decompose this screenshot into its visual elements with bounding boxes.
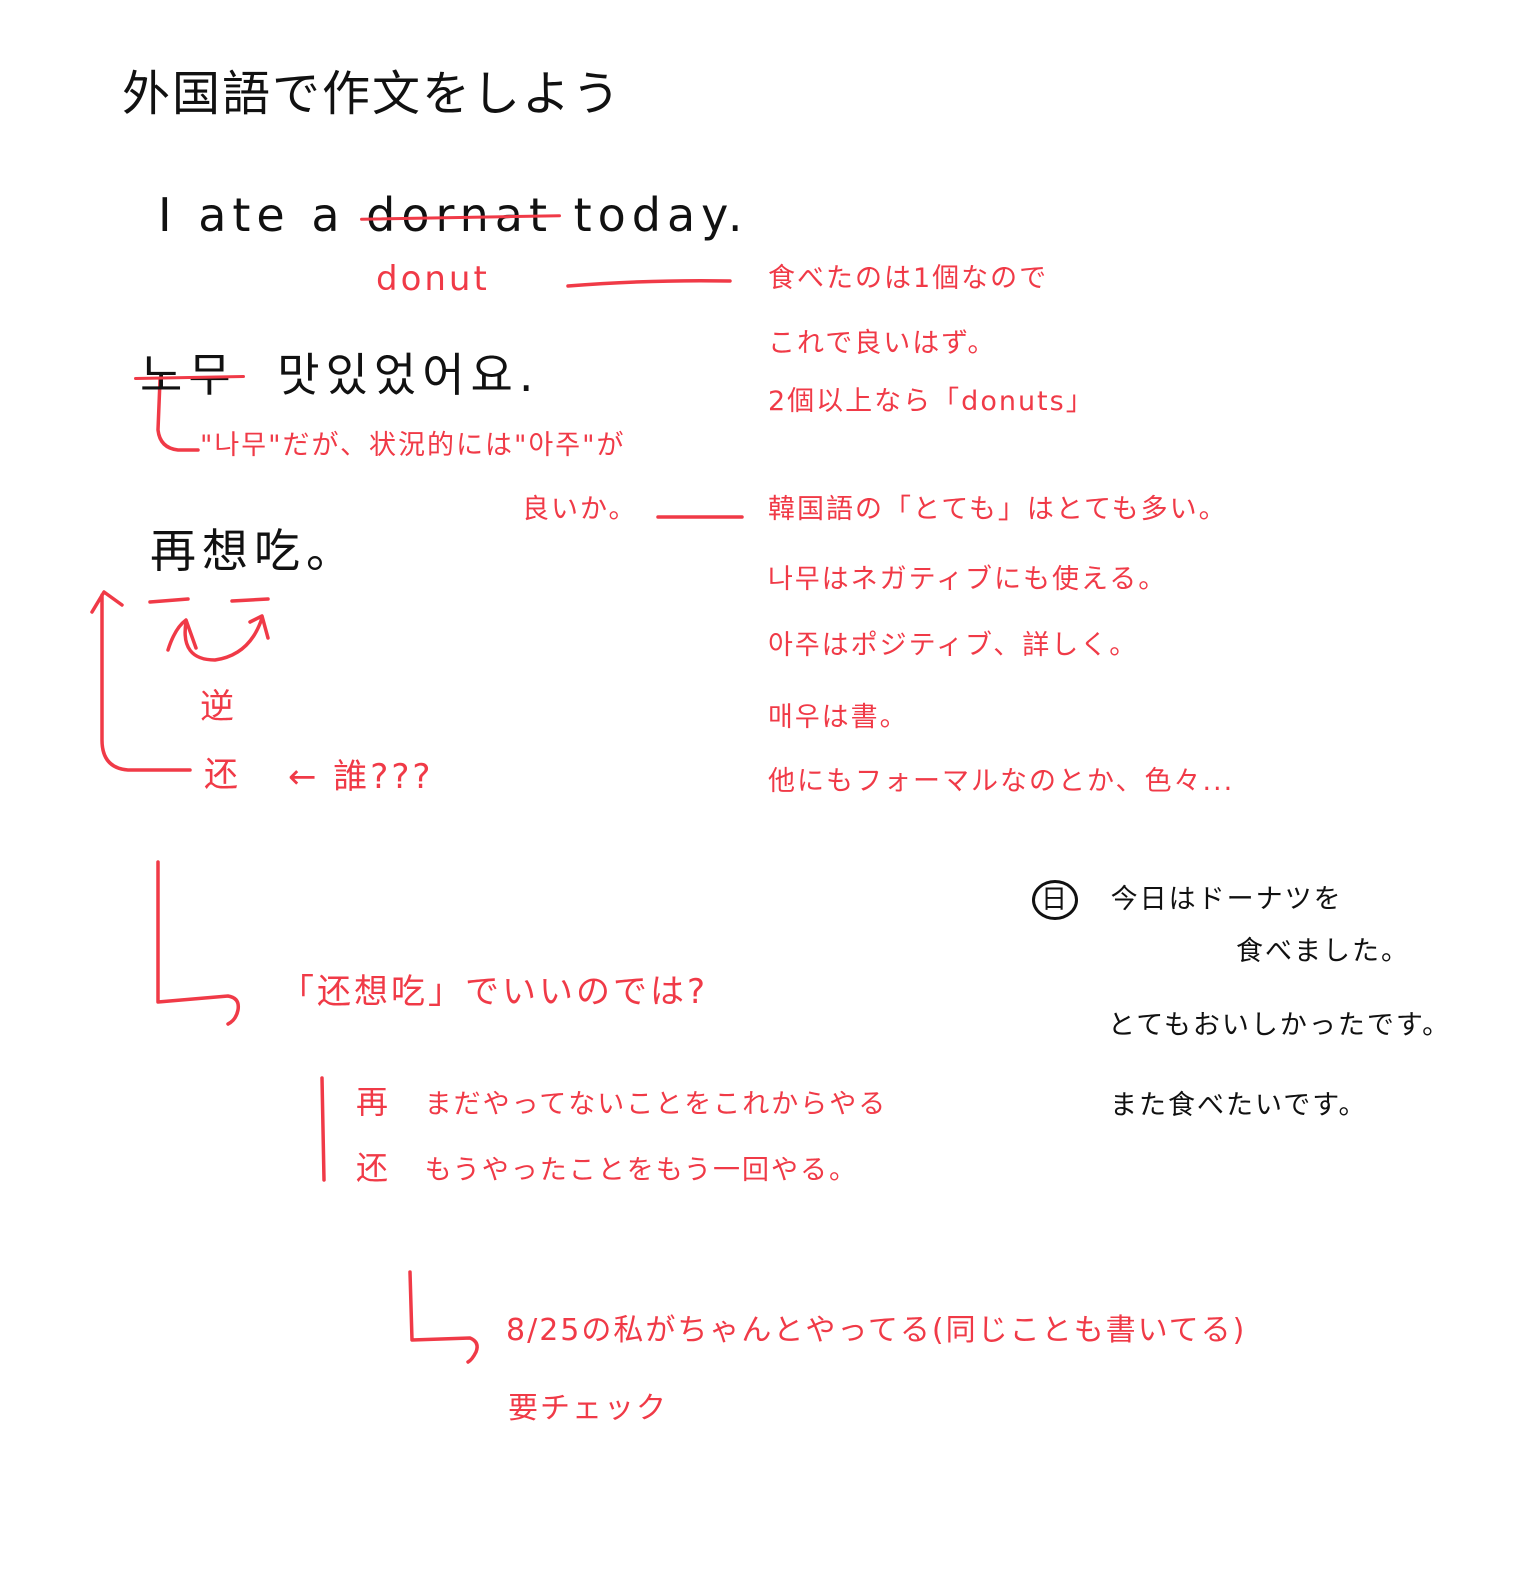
definition-row-2: 还 もうやったことをもう一回やる。 (356, 1152, 858, 1184)
connector-donut-note (566, 278, 732, 288)
definition-meaning: もうやったことをもう一回やる。 (424, 1155, 858, 1186)
english-struck-word: dornat (366, 188, 553, 242)
page-title: 外国語で作文をしよう (122, 66, 623, 122)
english-sentence: I ate a dornat today. (158, 192, 748, 238)
english-note-1: 食べたのは1個なので (768, 263, 1049, 294)
connector-followup (408, 1270, 479, 1364)
definition-char: 还 (356, 1149, 391, 1187)
korean-struck-word: 노무 (140, 348, 237, 402)
connector-suggestion (156, 860, 241, 1026)
swap-arrow (166, 614, 270, 662)
alt-char: 还 (204, 755, 241, 795)
chinese-sentence: 再想吃。 (150, 524, 358, 578)
definition-char: 再 (356, 1083, 391, 1121)
english-correction: donut (376, 259, 490, 299)
korean-annotation-2: 良いか。 (522, 494, 638, 525)
korean-annotation-1: "나무"だが、状況的には"아주"が (200, 430, 626, 461)
english-prefix: I ate a (158, 188, 346, 242)
chinese-suggestion: 「还想吃」でいいのでは? (280, 972, 709, 1012)
korean-note-1: 韓国語の「とても」はとても多い。 (768, 494, 1228, 525)
english-suffix: today. (573, 188, 749, 242)
alt-question: ← 誰??? (288, 757, 434, 797)
definition-meaning: まだやってないことをこれからやる (424, 1089, 888, 1120)
english-note-3: 2個以上なら「donuts」 (768, 386, 1095, 417)
diary-line-4: また食べたいです。 (1110, 1090, 1368, 1121)
followup-line-1: 8/25の私がちゃんとやってる(同じことも書いてる) (506, 1313, 1247, 1348)
korean-sentence: 노무 맛있었어요. (140, 352, 540, 398)
definition-row-1: 再 まだやってないことをこれからやる (356, 1086, 887, 1118)
diary-line-2: 食べました。 (1236, 936, 1410, 967)
korean-note-3: 아주はポジティブ、詳しく。 (768, 630, 1139, 661)
korean-sentence-rest: 맛있었어요. (277, 348, 540, 402)
diary-text: 今日はドーナツを (1110, 884, 1343, 915)
korean-note-5: 他にもフォーマルなのとか、色々... (768, 766, 1235, 797)
diary-badge-icon: 日 (1032, 880, 1078, 920)
korean-note-4: 매우は書。 (768, 702, 909, 733)
korean-note-2: 나무はネガティブにも使える。 (768, 564, 1168, 595)
followup-line-2: 要チェック (508, 1391, 668, 1426)
diary-line-3: とてもおいしかったです。 (1108, 1010, 1452, 1041)
replace-arrow (90, 590, 192, 772)
swap-label: 逆 (200, 687, 237, 727)
english-note-2: これで良いはず。 (768, 328, 997, 359)
diary-line-1: 日 今日はドーナツを (1032, 880, 1343, 920)
